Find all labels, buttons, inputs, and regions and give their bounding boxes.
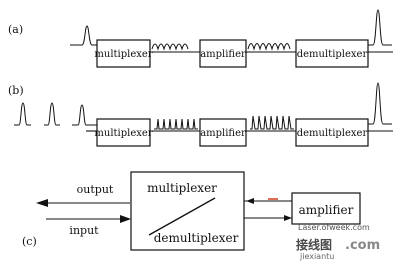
panel-c-tag: (c) (22, 235, 37, 248)
panel-b-multiplexer-box (96, 118, 151, 147)
watermark-brand-en: .com (345, 238, 380, 253)
panel-a-tag: (a) (8, 23, 23, 36)
panel-b-tag: (b) (8, 84, 24, 97)
panel-a-demultiplexer-label: demultiplexer (297, 49, 368, 60)
panel-a-demultiplexer-box (295, 39, 369, 68)
panel-b-input-pulse-3 (72, 104, 97, 126)
watermark-site: Laser.ofweek.com (298, 223, 370, 232)
mux-demux-top-label: multiplexer (147, 181, 217, 195)
panel-a-multiplexer-box (96, 39, 151, 68)
panel-a-pulse-train-1 (151, 43, 189, 51)
panel-b-multiplexer-label: multiplexer (94, 128, 152, 139)
panel-a: (a) multiplexer amplifier demultiplexer (8, 9, 393, 68)
amplifier-box (291, 192, 361, 225)
panel-b-pulse-train-2 (250, 115, 294, 130)
panel-b-pulse-train-1 (154, 118, 198, 130)
watermark-brand-cn: 接线图 (296, 237, 332, 252)
panel-c: (c) output input multiplexer demultiplex… (22, 171, 361, 251)
mux-demux-bottom-label: demultiplexer (154, 231, 239, 245)
link-arrowhead-right (284, 215, 292, 221)
mux-demux-diagonal (148, 197, 216, 236)
panel-a-amplifier-label: amplifier (200, 49, 246, 60)
input-arrowhead (120, 215, 131, 223)
panel-b: (b) multiplexer amplifier demultiplexer (8, 82, 393, 147)
panel-b-demultiplexer-label: demultiplexer (297, 128, 368, 139)
panel-b-input-pulse-1 (14, 102, 31, 126)
panel-b-output-pulse (368, 82, 392, 125)
input-label: input (69, 224, 99, 237)
output-arrowhead (36, 199, 48, 207)
amplifier-label: amplifier (299, 203, 354, 217)
panel-a-output-pulse (368, 9, 392, 46)
mux-demux-box (130, 171, 245, 251)
panel-b-amplifier-box (199, 118, 247, 147)
panel-a-input-pulse (70, 25, 97, 46)
panel-a-amplifier-box (199, 39, 247, 68)
panel-b-demultiplexer-box (295, 118, 369, 147)
panel-a-pulse-train-2 (247, 43, 291, 51)
panel-b-input-pulse-2 (44, 102, 60, 126)
link-arrowhead-left (246, 198, 254, 204)
panel-a-multiplexer-label: multiplexer (94, 49, 152, 60)
output-label: output (77, 183, 114, 196)
panel-b-amplifier-label: amplifier (200, 128, 246, 139)
watermarks: Laser.ofweek.com 接线图 .com jiexiantu (296, 223, 380, 261)
watermark-brand-pinyin: jiexiantu (299, 252, 334, 261)
